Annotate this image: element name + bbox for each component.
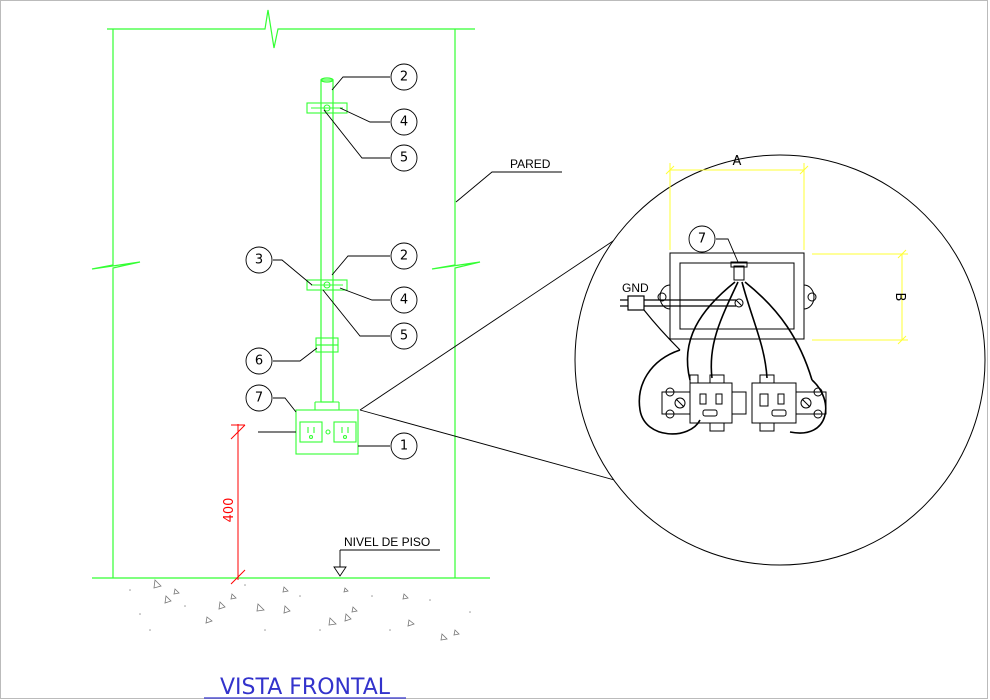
floor-hatch [153,579,460,641]
floor-level-label: NIVEL DE PISO [344,535,430,549]
height-dimension-value: 400 [222,498,237,523]
callout-3: 3 [255,253,263,268]
callout-4-top: 4 [400,115,408,130]
detail-connection-lines [359,234,659,493]
callout-1: 1 [400,439,408,454]
conduit [320,77,334,403]
floor-dots [129,584,471,631]
wall-label: PARED [510,157,551,171]
callout-7-detail: 7 [698,232,706,247]
callout-6: 6 [255,354,263,369]
outlet-box-front [295,401,359,455]
detail-circle [574,154,986,566]
dimension-b [812,249,908,345]
dimension-a-label: A [733,154,742,169]
conduit-coupling [315,337,339,353]
callout-5-mid: 5 [400,329,408,344]
callout-4-mid: 4 [400,293,408,308]
detail-wires [638,281,827,435]
dimension-b-label: B [892,293,907,302]
callout-5-top: 5 [400,151,408,166]
ground-label: GND [622,281,649,295]
callout-2-top: 2 [400,70,408,85]
dimension-a [665,163,809,250]
callout-numbers: 2 4 5 2 3 4 5 6 7 1 [255,70,408,454]
detail-outlets [661,374,827,432]
conduit-clamp-middle [306,279,348,291]
detail-box [657,252,817,340]
view-title: VISTA FRONTAL [220,675,391,700]
wall [91,9,490,579]
callout-7: 7 [255,391,263,406]
floor-level-marker [333,549,440,577]
height-dimension [230,424,246,585]
callouts [245,63,418,460]
conduit-clamp-top [306,102,348,114]
wall-label-leader [455,171,562,203]
ground-wire [620,295,736,351]
callout-2-mid: 2 [400,249,408,264]
detail-callout [688,225,739,263]
